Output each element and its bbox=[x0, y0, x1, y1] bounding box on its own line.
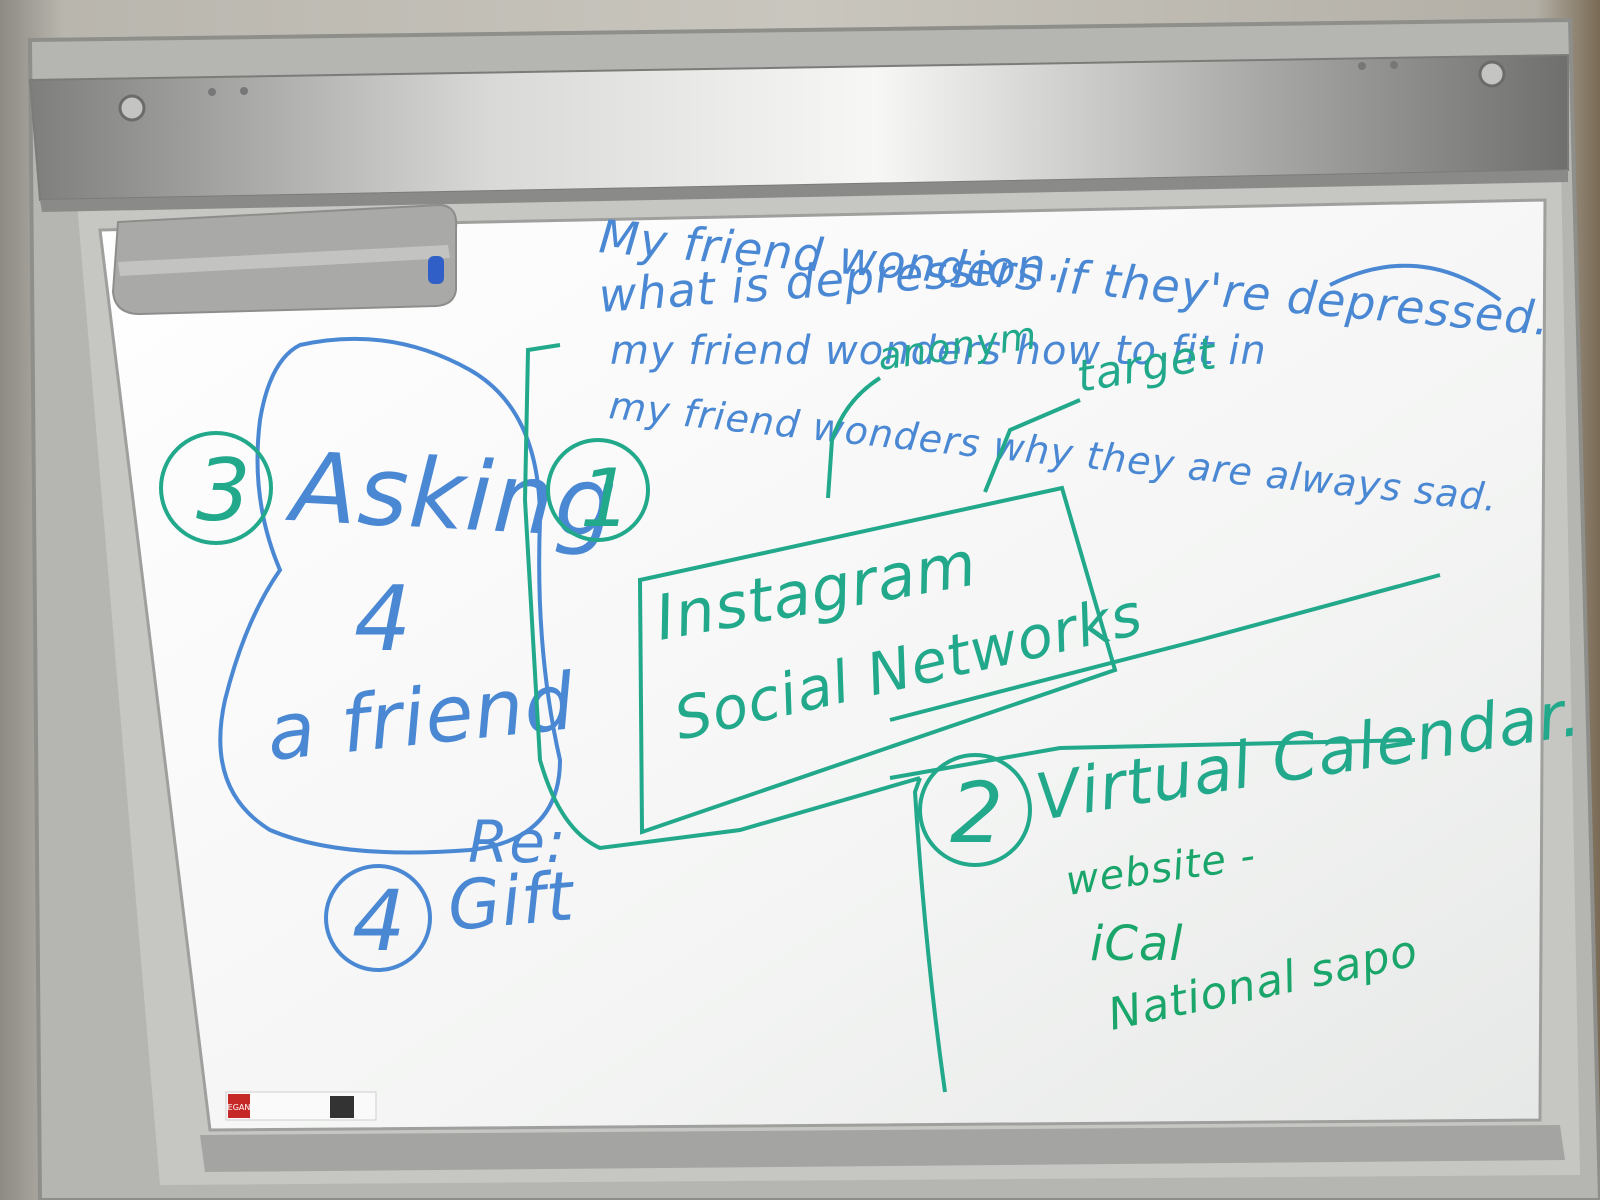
board-sticker: EGAN bbox=[225, 1091, 377, 1121]
question-line-3: my friend wonders how to fit in bbox=[610, 328, 1267, 374]
depressed-underline bbox=[1329, 263, 1502, 302]
brand-logo bbox=[228, 1094, 250, 1118]
rail-rivet bbox=[240, 87, 248, 95]
asking-outline bbox=[218, 336, 563, 855]
number-1: 1 bbox=[580, 452, 632, 545]
number-4-circle bbox=[324, 864, 432, 972]
regift-line-2: Gift bbox=[445, 857, 579, 947]
whiteboard-surface bbox=[98, 198, 1547, 1132]
rail-rivet bbox=[1390, 61, 1398, 69]
rail-screw-left bbox=[118, 94, 146, 122]
rail-rivet bbox=[1358, 62, 1366, 70]
rail-rivet bbox=[208, 88, 216, 96]
instagram-box bbox=[637, 485, 1118, 835]
top-rail-edge bbox=[40, 170, 1568, 212]
number-2: 2 bbox=[950, 764, 1004, 862]
bottom-tray bbox=[200, 1125, 1565, 1172]
marker-holder-lip bbox=[118, 245, 450, 276]
number-4: 4 bbox=[352, 872, 406, 970]
annotation-connector-2 bbox=[983, 398, 1081, 493]
asking-line-2: 4 bbox=[354, 567, 412, 672]
number-2-circle bbox=[918, 753, 1032, 867]
blue-marker-cap bbox=[428, 256, 444, 284]
calendar-top-line bbox=[889, 573, 1441, 722]
qr-code bbox=[330, 1096, 354, 1118]
number-3-circle bbox=[159, 431, 273, 545]
annotation-connector-1 bbox=[826, 376, 882, 499]
calendar-underline bbox=[889, 738, 1416, 780]
vertical-connector bbox=[912, 777, 947, 1093]
idea-asking-for-a-friend: 3 Asking 4 a friend bbox=[159, 336, 620, 855]
bracket-line bbox=[522, 343, 921, 851]
number-1-circle bbox=[546, 438, 650, 542]
calendar-sub-ical: iCal bbox=[1090, 916, 1184, 972]
regift-line-1: Re: bbox=[468, 808, 567, 876]
idea-regift: 4 Re: Gift bbox=[324, 808, 579, 972]
brand-label: EGAN bbox=[228, 1103, 251, 1112]
number-3: 3 bbox=[196, 441, 252, 541]
rail-screw-right bbox=[1478, 60, 1506, 88]
